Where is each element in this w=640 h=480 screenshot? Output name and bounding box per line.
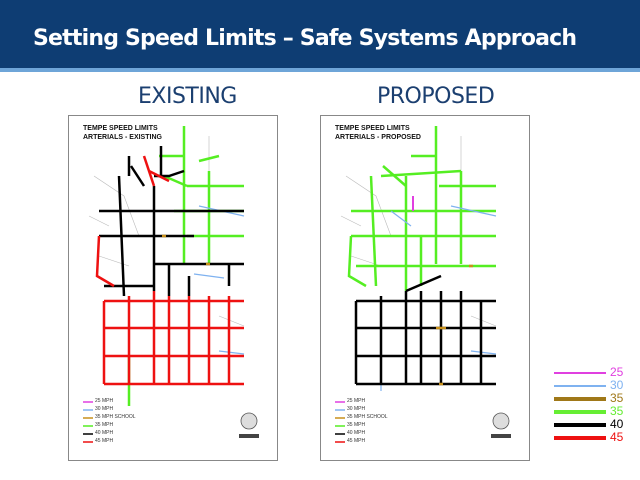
legend-swatch: [554, 436, 606, 440]
legend-text: 25: [610, 365, 624, 379]
proposed-legend-25: 25 MPH: [347, 398, 366, 404]
proposed-legend-35-school: 35 MPH SCHOOL: [347, 414, 388, 420]
proposed-legend-45: 45 MPH: [347, 438, 366, 444]
legend-row-45: 45: [548, 430, 640, 444]
legend-text: 30: [610, 378, 624, 392]
legend-swatch: [554, 372, 606, 374]
legend-swatch: [554, 410, 606, 414]
existing-map: TEMPE SPEED LIMITS ARTERIALS - EXISTING: [68, 115, 278, 461]
existing-legend-35-school: 35 MPH SCHOOL: [95, 414, 136, 420]
legend-row-25: 25: [548, 365, 640, 379]
legend-row-40: 40: [548, 417, 640, 431]
existing-legend-25: 25 MPH: [95, 398, 114, 404]
proposed-road-network: [335, 126, 511, 443]
existing-legend-40: 40 MPH: [95, 430, 114, 436]
legend-row-30: 30: [548, 378, 640, 392]
legend-swatch: [554, 423, 606, 427]
existing-legend-30: 30 MPH: [95, 406, 114, 412]
legend-row-35: 35: [548, 404, 640, 418]
header-accent-rule: [0, 68, 640, 72]
proposed-legend-30: 30 MPH: [347, 406, 366, 412]
legend-text: 45: [610, 430, 624, 444]
legend-swatch: [554, 385, 606, 387]
legend-row-35-school: 35: [548, 391, 640, 405]
proposed-map: TEMPE SPEED LIMITS ARTERIALS - PROPOSED: [320, 115, 530, 461]
speed-legend: 25 30 35 35 40 45: [548, 365, 640, 444]
legend-swatch: [554, 397, 606, 401]
existing-legend-45: 45 MPH: [95, 438, 114, 444]
existing-legend-35: 35 MPH: [95, 422, 114, 428]
legend-text: 35: [610, 391, 624, 405]
proposed-map-title: TEMPE SPEED LIMITS ARTERIALS - PROPOSED: [335, 125, 421, 141]
legend-text: 40: [610, 417, 624, 431]
proposed-label: PROPOSED: [377, 84, 495, 109]
proposed-legend-40: 40 MPH: [347, 430, 366, 436]
legend-text: 35: [610, 404, 624, 418]
slide-header: Setting Speed Limits – Safe Systems Appr…: [0, 0, 640, 72]
existing-map-title: TEMPE SPEED LIMITS ARTERIALS - EXISTING: [83, 125, 162, 141]
existing-label: EXISTING: [138, 84, 237, 109]
existing-road-network: [83, 126, 259, 443]
slide-title: Setting Speed Limits – Safe Systems Appr…: [33, 26, 577, 51]
proposed-legend-35: 35 MPH: [347, 422, 366, 428]
